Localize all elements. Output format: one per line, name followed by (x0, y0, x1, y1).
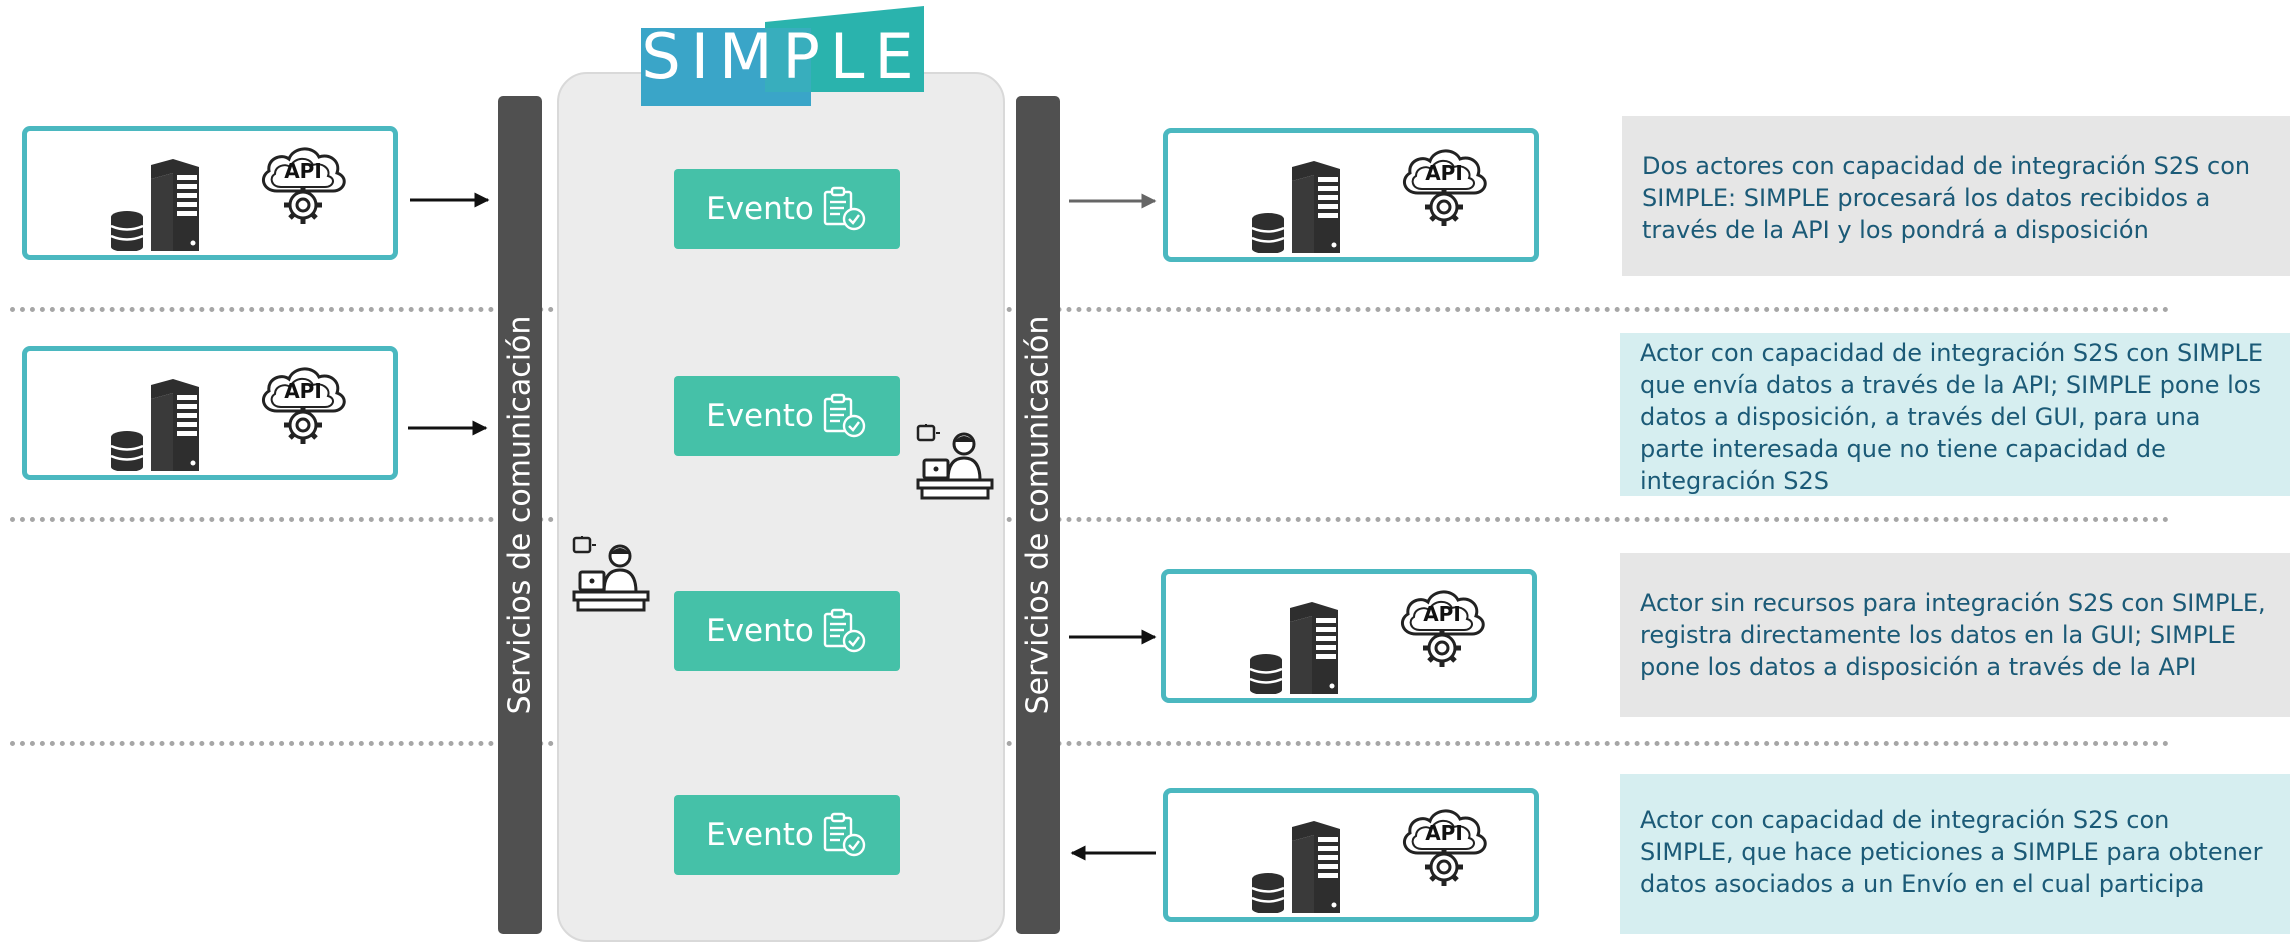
actor-box: API (22, 346, 398, 480)
arrow-to-actor (1069, 629, 1157, 645)
description-text: Actor sin recursos para integración S2S … (1640, 589, 2266, 681)
actor-box: API (22, 126, 398, 260)
api-cloud-icon: API (255, 361, 351, 447)
event-button[interactable]: Evento (674, 169, 900, 249)
server-icon (111, 159, 201, 251)
arrow-to-simple (408, 420, 488, 436)
description-text: Actor con capacidad de integración S2S c… (1640, 339, 2264, 495)
api-label: API (1425, 821, 1463, 845)
event-label: Evento (706, 398, 814, 434)
right-bar-label: Servicios de comunicación (1020, 315, 1056, 715)
description-box: Actor con capacidad de integración S2S c… (1620, 333, 2290, 496)
gui-user-icon (572, 536, 650, 614)
left-communication-bar: Servicios de comunicación (498, 96, 542, 934)
event-button[interactable]: Evento (674, 795, 900, 875)
arrow-to-simple (410, 192, 490, 208)
clipboard-check-icon (820, 185, 868, 233)
server-icon (1250, 602, 1340, 694)
api-cloud-icon: API (1394, 584, 1490, 670)
arrow-to-actor (1069, 193, 1157, 209)
event-label: Evento (706, 817, 814, 853)
api-label: API (284, 159, 322, 183)
row-separator (10, 307, 2170, 312)
event-button[interactable]: Evento (674, 591, 900, 671)
arrow-to-simple (1070, 845, 1156, 861)
api-label: API (1425, 161, 1463, 185)
gui-user-icon (916, 424, 994, 502)
description-box: Dos actores con capacidad de integración… (1622, 116, 2290, 276)
left-bar-label: Servicios de comunicación (502, 315, 538, 715)
event-label: Evento (706, 613, 814, 649)
row-separator (10, 741, 2170, 746)
clipboard-check-icon (820, 392, 868, 440)
clipboard-check-icon (820, 607, 868, 655)
server-icon (1252, 821, 1342, 913)
event-label: Evento (706, 191, 814, 227)
clipboard-check-icon (820, 811, 868, 859)
server-icon (111, 379, 201, 471)
row-separator (10, 517, 2170, 522)
logo-text: SIMPLE (641, 19, 924, 93)
server-icon (1252, 161, 1342, 253)
simple-logo: SIMPLE (641, 6, 924, 106)
api-label: API (284, 379, 322, 403)
description-text: Actor con capacidad de integración S2S c… (1640, 806, 2263, 898)
actor-box: API (1163, 788, 1539, 922)
description-box: Actor con capacidad de integración S2S c… (1620, 774, 2290, 934)
right-communication-bar: Servicios de comunicación (1016, 96, 1060, 934)
description-text: Dos actores con capacidad de integración… (1642, 152, 2251, 244)
actor-box: API (1161, 569, 1537, 703)
description-box: Actor sin recursos para integración S2S … (1620, 553, 2290, 717)
api-cloud-icon: API (1396, 143, 1492, 229)
actor-box: API (1163, 128, 1539, 262)
api-cloud-icon: API (255, 141, 351, 227)
api-label: API (1423, 602, 1461, 626)
event-button[interactable]: Evento (674, 376, 900, 456)
api-cloud-icon: API (1396, 803, 1492, 889)
